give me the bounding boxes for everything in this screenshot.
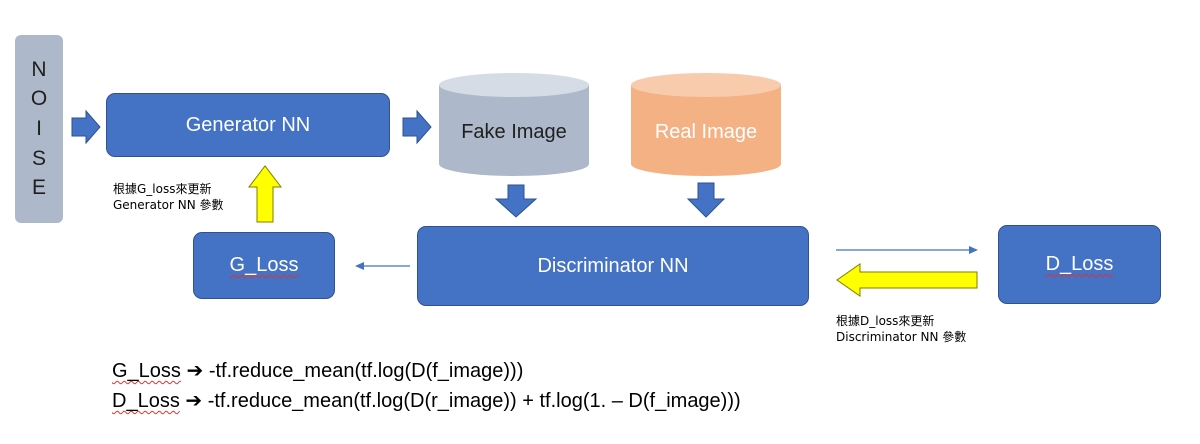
arrow-generator-to-fake-image	[402, 109, 432, 145]
g-update-note: 根據G_loss來更新 Generator NN 參數	[113, 181, 224, 213]
d-loss-formula-arrow-icon: ➔	[185, 390, 203, 412]
d-loss-label: D_Loss	[1045, 253, 1114, 275]
fake-image-label: Fake Image	[439, 112, 589, 152]
arrow-discriminator-to-d-loss	[836, 246, 978, 254]
noise-letter: N	[31, 57, 47, 81]
real-image-label: Real Image	[631, 112, 781, 152]
d-loss-formula: D_Loss ➔ -tf.reduce_mean(tf.log(D(r_imag…	[112, 388, 741, 413]
noise-letter: I	[36, 116, 42, 140]
g-loss-label: G_Loss	[229, 254, 299, 276]
discriminator-node: Discriminator NN	[417, 226, 809, 306]
d-update-note-line2: Discriminator NN 參數	[836, 330, 967, 344]
fake-image-cylinder	[439, 73, 589, 176]
d-loss-formula-expression: -tf.reduce_mean(tf.log(D(r_image)) + tf.…	[207, 390, 741, 412]
generator-label: Generator NN	[185, 113, 311, 136]
fake-image-text: Fake Image	[461, 120, 567, 143]
d-update-note: 根據D_loss來更新 Discriminator NN 參數	[836, 313, 966, 345]
d-loss-formula-label: D_Loss	[112, 390, 180, 412]
noise-input-block: N O I S E	[15, 35, 63, 223]
arrow-discriminator-to-g-loss	[355, 262, 410, 270]
g-loss-formula-expression: -tf.reduce_mean(tf.log(D(f_image)))	[208, 360, 524, 382]
arrow-g-loss-update-generator	[247, 165, 283, 223]
real-image-text: Real Image	[654, 120, 758, 143]
g-loss-formula: G_Loss ➔ -tf.reduce_mean(tf.log(D(f_imag…	[112, 358, 523, 383]
g-update-note-line1: 根據G_loss來更新	[113, 182, 212, 196]
noise-letter: O	[30, 87, 48, 111]
arrow-real-to-discriminator	[686, 182, 726, 218]
arrow-fake-to-discriminator	[494, 184, 538, 218]
noise-letter: S	[31, 146, 46, 170]
g-loss-formula-arrow-icon: ➔	[186, 360, 204, 382]
d-loss-node: D_Loss	[998, 225, 1161, 304]
discriminator-label: Discriminator NN	[537, 254, 689, 277]
noise-letter: E	[31, 176, 46, 200]
arrow-noise-to-generator	[71, 109, 101, 145]
arrow-d-loss-update-discriminator	[836, 263, 978, 297]
d-update-note-line1: 根據D_loss來更新	[836, 314, 935, 328]
g-loss-formula-label: G_Loss	[112, 360, 181, 382]
real-image-cylinder	[631, 73, 781, 176]
g-update-note-line2: Generator NN 參數	[113, 198, 224, 212]
generator-node: Generator NN	[106, 93, 390, 157]
g-loss-node: G_Loss	[193, 232, 335, 299]
